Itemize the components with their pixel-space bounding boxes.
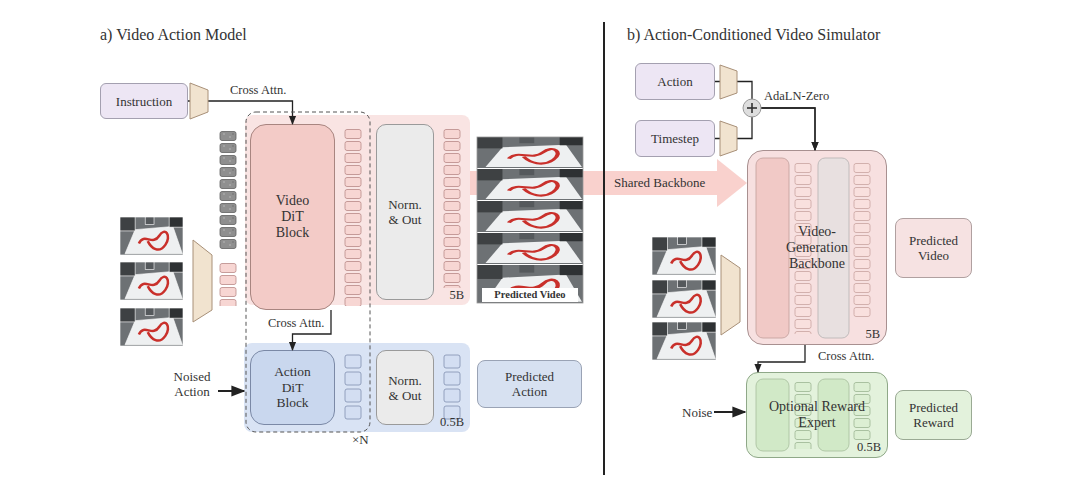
backbone-band: 5B Video DiT Block Norm. & Out bbox=[245, 115, 470, 305]
edge-label: Cross Attn. bbox=[818, 349, 874, 363]
sum-symbol bbox=[743, 99, 761, 117]
size-label: 5B bbox=[449, 288, 464, 303]
output-box: Norm. & Out bbox=[376, 350, 434, 425]
video-strip: Predicted Video bbox=[477, 137, 583, 305]
input-arrow bbox=[714, 411, 745, 413]
size-label: 0.5B bbox=[857, 440, 881, 455]
connector-line bbox=[758, 345, 805, 372]
connector-line bbox=[715, 108, 815, 150]
block-box: Action DiT Block bbox=[250, 350, 335, 425]
input-box: Action bbox=[635, 63, 715, 100]
output-box: Predicted Video bbox=[895, 218, 972, 278]
expert-box: Optional Reward Expert 0.5B bbox=[746, 372, 888, 458]
node-text: Norm. & Out bbox=[382, 373, 428, 403]
node-text: Video DiT Block bbox=[273, 193, 313, 241]
panel-divider bbox=[603, 22, 605, 475]
node-text: Predicted Reward bbox=[901, 400, 967, 430]
backbone-box: Video-Generation Backbone 5B bbox=[747, 150, 887, 345]
node-text: Timestep bbox=[638, 131, 712, 146]
block-box: Video DiT Block bbox=[250, 124, 335, 310]
edge-label: Cross Attn. bbox=[230, 83, 286, 97]
size-label: 0.5B bbox=[440, 415, 464, 430]
node-text: Video-Generation Backbone bbox=[774, 224, 860, 272]
output-box: Predicted Action bbox=[477, 360, 582, 408]
node-text: Predicted Video bbox=[901, 233, 967, 263]
size-label: 5B bbox=[865, 327, 880, 342]
node-text: Action bbox=[638, 74, 712, 89]
shared-arrow bbox=[470, 159, 747, 207]
panel-title: b) Action-Conditioned Video Simulator bbox=[627, 26, 880, 44]
annotation: Noised Action bbox=[166, 369, 218, 399]
edge-label: Shared Backbone bbox=[614, 175, 705, 190]
edge-label: AdaLN-Zero bbox=[764, 89, 829, 103]
panel-title: a) Video Action Model bbox=[100, 26, 247, 44]
node-text: Optional Reward Expert bbox=[761, 399, 873, 431]
video-caption: Predicted Video bbox=[482, 288, 578, 302]
action-band: 0.5B Action DiT Block Norm. & Out bbox=[244, 343, 470, 432]
input-box: Timestep bbox=[635, 120, 715, 157]
predicted-frames bbox=[477, 137, 583, 303]
node-text: Norm. & Out bbox=[382, 197, 428, 227]
annotation: Noise bbox=[682, 405, 712, 420]
node-text: Predicted Action bbox=[490, 369, 570, 399]
node-text: Action DiT Block bbox=[268, 364, 318, 411]
edge-label: Cross Attn. bbox=[268, 316, 324, 330]
input-box: Instruction bbox=[100, 83, 188, 119]
encoder-trapezoids bbox=[190, 65, 740, 335]
node-text: Instruction bbox=[103, 94, 185, 109]
output-box: Predicted Reward bbox=[895, 390, 972, 440]
output-box: Norm. & Out bbox=[376, 124, 434, 300]
annotation: ×N bbox=[352, 432, 369, 447]
input-arrow bbox=[218, 390, 244, 392]
